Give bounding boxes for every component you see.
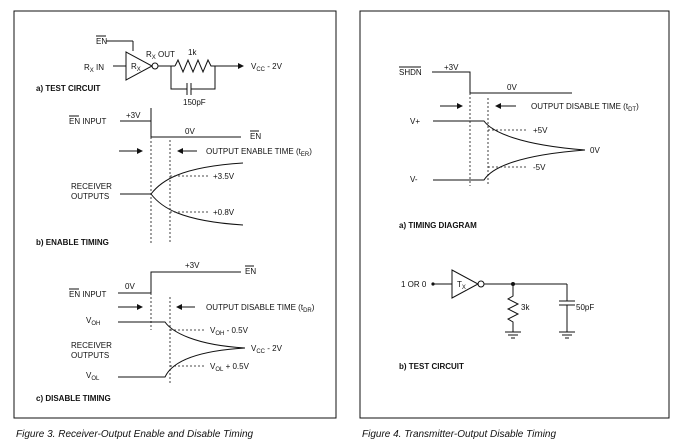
resistor-3k	[506, 284, 520, 332]
en-right-label: EN	[250, 132, 261, 141]
figure3-enable-timing: EN INPUT +3V 0V EN OUTPUT ENABLE TIME (t…	[36, 108, 312, 247]
en-input-label: EN INPUT	[69, 290, 106, 299]
vol-plus-label: VOL + 0.5V	[210, 362, 250, 373]
v-minus-waveform	[433, 149, 586, 181]
disable-timing-title: c) DISABLE TIMING	[36, 394, 111, 403]
rx-in-label: RX IN	[84, 63, 104, 74]
resistor-label: 1k	[188, 48, 197, 57]
vcc-label: VCC - 2V	[251, 344, 283, 355]
minus5v-label: -5V	[533, 163, 546, 172]
enable-timing-title: b) ENABLE TIMING	[36, 238, 109, 247]
test-circuit-title: b) TEST CIRCUIT	[399, 362, 464, 371]
test-circuit-title: a) TEST CIRCUIT	[36, 84, 101, 93]
vcc-label: VCC - 2V	[251, 62, 283, 73]
receiver-outputs-line1: RECEIVER	[71, 341, 112, 350]
disable-time-label: OUTPUT DISABLE TIME (tDR)	[206, 303, 315, 314]
voh-label: VOH	[86, 316, 100, 327]
level-low-label: +0.8V	[213, 208, 235, 217]
plus3v-label: +3V	[185, 261, 200, 270]
figure4-caption: Figure 4. Transmitter-Output Disable Tim…	[362, 429, 556, 440]
zero-v-label: 0V	[507, 83, 517, 92]
plus5v-label: +5V	[533, 126, 548, 135]
buffer-label: TX	[457, 280, 466, 291]
en-waveform	[120, 120, 241, 138]
input-label: 1 OR 0	[401, 280, 427, 289]
voh-minus-label: VOH - 0.5V	[210, 326, 249, 337]
timing-diagram-title: a) TIMING DIAGRAM	[399, 221, 477, 230]
figure3-caption: Figure 3. Receiver-Output Enable and Dis…	[16, 429, 254, 440]
v-plus-waveform	[433, 120, 586, 151]
figure4-timing-diagram: SHDN +3V 0V OUTPUT DISABLE TIME (tDT) V+…	[399, 63, 639, 230]
cap-wire-left	[170, 66, 187, 90]
vol-waveform	[118, 347, 246, 378]
enable-time-label: OUTPUT ENABLE TIME (tER)	[206, 147, 312, 158]
v-minus-label: V-	[410, 175, 418, 184]
receiver-outputs-line2: OUTPUTS	[71, 192, 109, 201]
resistor-label: 3k	[521, 303, 530, 312]
receiver-output-fall	[150, 193, 244, 226]
out0v-label: 0V	[590, 146, 600, 155]
receiver-output-rise	[150, 162, 244, 195]
level-high-label: +3.5V	[213, 172, 235, 181]
receiver-buffer	[125, 51, 154, 81]
en-input-label: EN INPUT	[69, 117, 106, 126]
capacitor-label: 150pF	[183, 98, 206, 107]
cap-wire-right	[191, 66, 216, 90]
resistor-1k	[174, 58, 228, 74]
capacitor-label: 50pF	[576, 303, 594, 312]
receiver-outputs-line1: RECEIVER	[71, 182, 112, 191]
disable-time-label: OUTPUT DISABLE TIME (tDT)	[531, 102, 639, 113]
shdn-waveform	[432, 71, 572, 94]
v-plus-label: V+	[410, 117, 420, 126]
en-right-label: EN	[245, 267, 256, 276]
zero-v-label: 0V	[125, 282, 135, 291]
plus3v-label: +3V	[444, 63, 459, 72]
zero-v-label: 0V	[185, 127, 195, 136]
transmitter-buffer	[451, 269, 480, 299]
figure4-test-circuit: 1 OR 0 TX 3k 50pF b) TEST CIRCUIT	[399, 269, 594, 371]
shdn-label: SHDN	[399, 68, 422, 77]
vol-label: VOL	[86, 371, 100, 382]
plus3v-label: +3V	[126, 111, 141, 120]
buffer-label: RX	[131, 62, 141, 73]
en-label: EN	[96, 37, 107, 46]
figure3-test-circuit: EN RX IN RX RX OUT 1k VCC - 2V 150pF a) …	[36, 35, 283, 107]
rx-out-label: RX OUT	[146, 50, 175, 61]
receiver-outputs-line2: OUTPUTS	[71, 351, 109, 360]
figure3-frame	[13, 10, 337, 419]
figure4-frame	[359, 10, 670, 419]
voh-waveform	[118, 321, 246, 349]
figure3-disable-timing: +3V EN 0V EN INPUT OUTPUT DISABLE TIME (…	[36, 261, 315, 403]
en-waveform	[118, 271, 241, 294]
input-node	[431, 282, 435, 286]
